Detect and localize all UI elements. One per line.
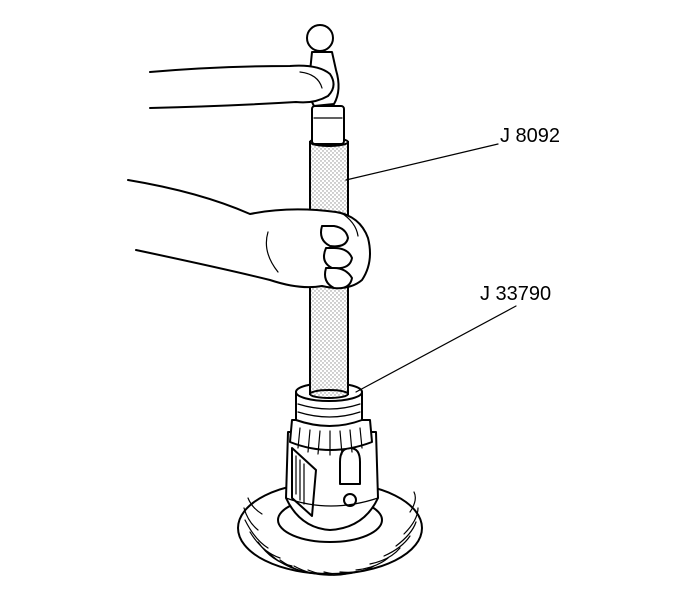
differential-case xyxy=(285,431,379,531)
callout-driver-handle: J 8092 xyxy=(345,125,560,181)
side-bearing xyxy=(289,419,373,456)
gripping-hand xyxy=(127,179,371,290)
gear-teeth xyxy=(243,491,419,576)
callout-label-j8092: J 8092 xyxy=(500,125,560,147)
callout-label-j33790: J 33790 xyxy=(480,283,551,305)
hand-icon xyxy=(149,64,335,109)
callout-bearing-installer: J 33790 xyxy=(355,283,551,393)
